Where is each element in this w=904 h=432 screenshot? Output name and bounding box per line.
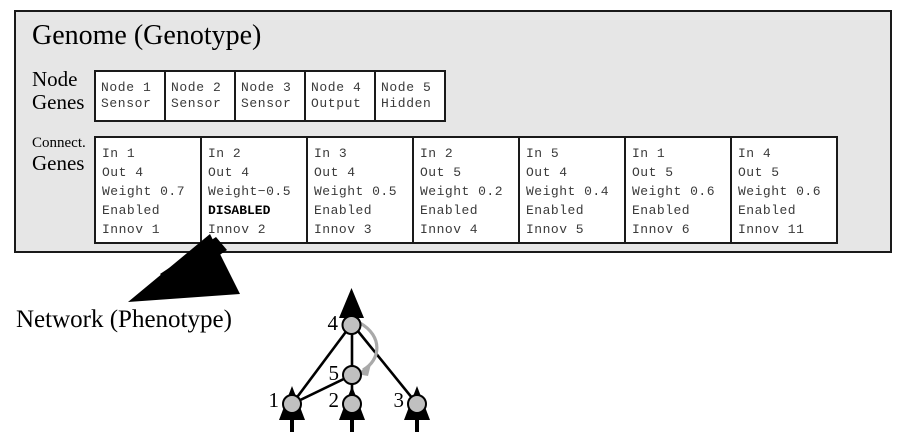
node-gene-type: Sensor [101, 96, 152, 111]
conn-gene-in: In 1 [632, 146, 666, 161]
network-node-4-label: 4 [328, 311, 339, 335]
conn-gene-state: Enabled [420, 203, 479, 218]
node-genes-label-line2: Genes [32, 90, 85, 114]
connection-gene-cell[interactable]: In 4 Out 5 Weight 0.6 Enabled Innov 11 [730, 136, 838, 244]
conn-gene-innov: Innov 1 [102, 222, 161, 237]
conn-gene-weight: Weight 0.2 [420, 184, 504, 199]
conn-gene-weight: Weight 0.7 [102, 184, 186, 199]
connect-genes-row-label: Connect. Genes [32, 134, 86, 175]
node-gene-id: Node 2 [171, 80, 222, 95]
conn-gene-innov: Innov 2 [208, 222, 267, 237]
node-gene-cell[interactable]: Node 4 Output [304, 70, 376, 122]
connection-genes-list: In 1 Out 4 Weight 0.7 Enabled Innov 1 In… [94, 136, 838, 244]
network-node-1[interactable] [282, 394, 302, 414]
node-gene-type: Hidden [381, 96, 432, 111]
network-phenotype-graph: 4 5 1 2 3 [269, 288, 430, 432]
conn-gene-innov: Innov 3 [314, 222, 373, 237]
connect-genes-label-line1: Connect. [32, 135, 86, 151]
conn-gene-state: Enabled [738, 203, 797, 218]
conn-gene-out: Out 5 [632, 165, 674, 180]
conn-gene-out: Out 5 [420, 165, 462, 180]
phenotype-caption: Network (Phenotype) [16, 306, 232, 333]
conn-gene-in: In 2 [420, 146, 454, 161]
connection-gene-cell[interactable]: In 1 Out 4 Weight 0.7 Enabled Innov 1 [94, 136, 202, 244]
genome-panel: Genome (Genotype) Node Genes Connect. Ge… [14, 10, 892, 253]
conn-gene-in: In 2 [208, 146, 242, 161]
connection-gene-cell[interactable]: In 5 Out 4 Weight 0.4 Enabled Innov 5 [518, 136, 626, 244]
genotype-to-phenotype-arrow-icon [128, 234, 240, 302]
network-node-3[interactable] [407, 394, 427, 414]
conn-gene-in: In 5 [526, 146, 560, 161]
conn-gene-innov: Innov 11 [738, 222, 805, 237]
connection-gene-cell[interactable]: In 2 Out 4 Weight−0.5 DISABLED Innov 2 [200, 136, 308, 244]
node-gene-id: Node 5 [381, 80, 432, 95]
node-gene-cell[interactable]: Node 1 Sensor [94, 70, 166, 122]
conn-gene-weight: Weight 0.6 [632, 184, 716, 199]
node-gene-id: Node 4 [311, 80, 362, 95]
network-node-2[interactable] [342, 394, 362, 414]
conn-gene-weight: Weight−0.5 [208, 184, 292, 199]
node-gene-id: Node 3 [241, 80, 292, 95]
conn-gene-out: Out 4 [526, 165, 568, 180]
conn-gene-state: Enabled [314, 203, 373, 218]
network-node-1-label: 1 [269, 388, 280, 412]
conn-gene-in: In 1 [102, 146, 136, 161]
node-gene-type: Sensor [171, 96, 222, 111]
connection-gene-cell[interactable]: In 3 Out 4 Weight 0.5 Enabled Innov 3 [306, 136, 414, 244]
node-gene-cell[interactable]: Node 3 Sensor [234, 70, 306, 122]
node-genes-row-label: Node Genes [32, 68, 84, 114]
conn-gene-weight: Weight 0.4 [526, 184, 610, 199]
conn-gene-in: In 3 [314, 146, 348, 161]
connection-gene-cell[interactable]: In 1 Out 5 Weight 0.6 Enabled Innov 6 [624, 136, 732, 244]
node-gene-cell[interactable]: Node 5 Hidden [374, 70, 446, 122]
conn-gene-state: DISABLED [208, 203, 271, 218]
node-genes-label-line1: Node [32, 67, 78, 91]
conn-gene-out: Out 5 [738, 165, 780, 180]
page-title: Genome (Genotype) [32, 20, 262, 51]
conn-gene-weight: Weight 0.6 [738, 184, 822, 199]
conn-gene-state: Enabled [526, 203, 585, 218]
conn-gene-state: Enabled [632, 203, 691, 218]
conn-gene-innov: Innov 6 [632, 222, 691, 237]
network-node-4[interactable] [341, 315, 362, 335]
conn-gene-innov: Innov 4 [420, 222, 479, 237]
connect-genes-label-line2: Genes [32, 151, 85, 175]
conn-gene-out: Out 4 [314, 165, 356, 180]
network-node-5[interactable] [342, 365, 362, 385]
network-node-2-label: 2 [329, 388, 340, 412]
node-genes-list: Node 1 Sensor Node 2 Sensor Node 3 Senso… [94, 70, 446, 122]
edge-3-to-4 [351, 324, 419, 405]
conn-gene-state: Enabled [102, 203, 161, 218]
conn-gene-out: Out 4 [208, 165, 250, 180]
network-node-5-label: 5 [329, 361, 340, 385]
conn-gene-innov: Innov 5 [526, 222, 585, 237]
network-node-3-label: 3 [394, 388, 405, 412]
conn-gene-in: In 4 [738, 146, 772, 161]
edge-1-to-5 [291, 373, 353, 406]
connection-gene-cell[interactable]: In 2 Out 5 Weight 0.2 Enabled Innov 4 [412, 136, 520, 244]
node-gene-type: Sensor [241, 96, 292, 111]
conn-gene-out: Out 4 [102, 165, 144, 180]
node-gene-type: Output [311, 96, 362, 111]
node-gene-id: Node 1 [101, 80, 152, 95]
edge-1-to-4 [290, 324, 353, 405]
node-gene-cell[interactable]: Node 2 Sensor [164, 70, 236, 122]
conn-gene-weight: Weight 0.5 [314, 184, 398, 199]
